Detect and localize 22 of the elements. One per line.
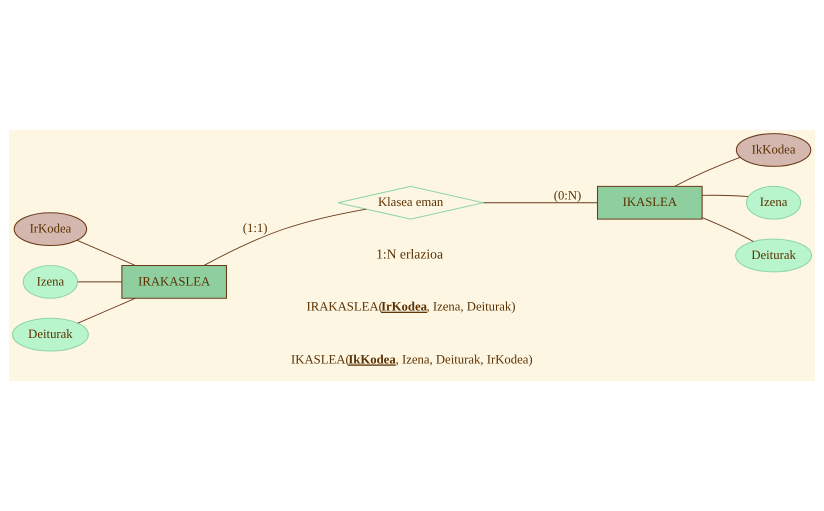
node-ellipse: Izena <box>22 264 78 299</box>
label: IRAKASLEA(IrKodea, Izena, Deiturak) <box>306 300 516 314</box>
label: 1:N erlazioa <box>376 246 444 262</box>
node-ellipse: Deiturak <box>735 238 812 272</box>
connector <box>204 208 367 266</box>
node-box: IKASLEA <box>596 186 703 220</box>
label: IKASLEA(IkKodea, Izena, Deiturak, IrKodea) <box>291 352 533 366</box>
node-ellipse: Izena <box>746 186 802 220</box>
node-ellipse: Deiturak <box>12 318 89 352</box>
edge-label: (0:N) <box>554 188 582 202</box>
connector <box>77 298 136 324</box>
connector <box>76 240 136 266</box>
connector <box>702 217 754 242</box>
edge-label: (1:1) <box>242 221 268 236</box>
node-ellipse: IrKodea <box>14 212 88 246</box>
node-diamond: Klasea eman <box>337 186 484 220</box>
connector <box>482 202 598 204</box>
node-box: IRAKASLEA <box>121 264 228 299</box>
connector <box>77 281 122 282</box>
connector <box>702 194 749 198</box>
node-ellipse: IkKodea <box>736 133 812 167</box>
connector <box>674 156 741 187</box>
